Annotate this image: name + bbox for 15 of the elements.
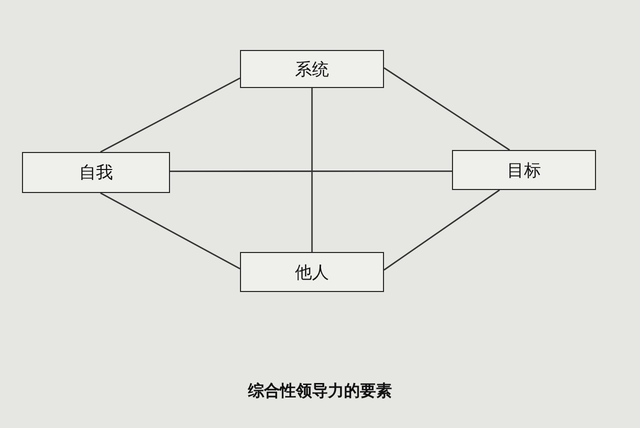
connector-line: [170, 170, 452, 172]
process-box: [452, 150, 596, 190]
box-label: 目标: [507, 160, 541, 182]
connector-line: [311, 88, 313, 252]
box-label: 他人: [295, 262, 329, 284]
connector-line: [100, 78, 240, 153]
process-box: [240, 50, 384, 88]
figure-caption: 综合性领导力的要素: [248, 381, 392, 400]
process-box: [240, 252, 384, 292]
connector-line: [100, 192, 240, 270]
connector-line: [384, 189, 500, 271]
process-box: [22, 152, 170, 193]
box-label: 自我: [79, 162, 113, 184]
connector-line: [384, 67, 510, 151]
box-label: 系统: [295, 58, 329, 80]
